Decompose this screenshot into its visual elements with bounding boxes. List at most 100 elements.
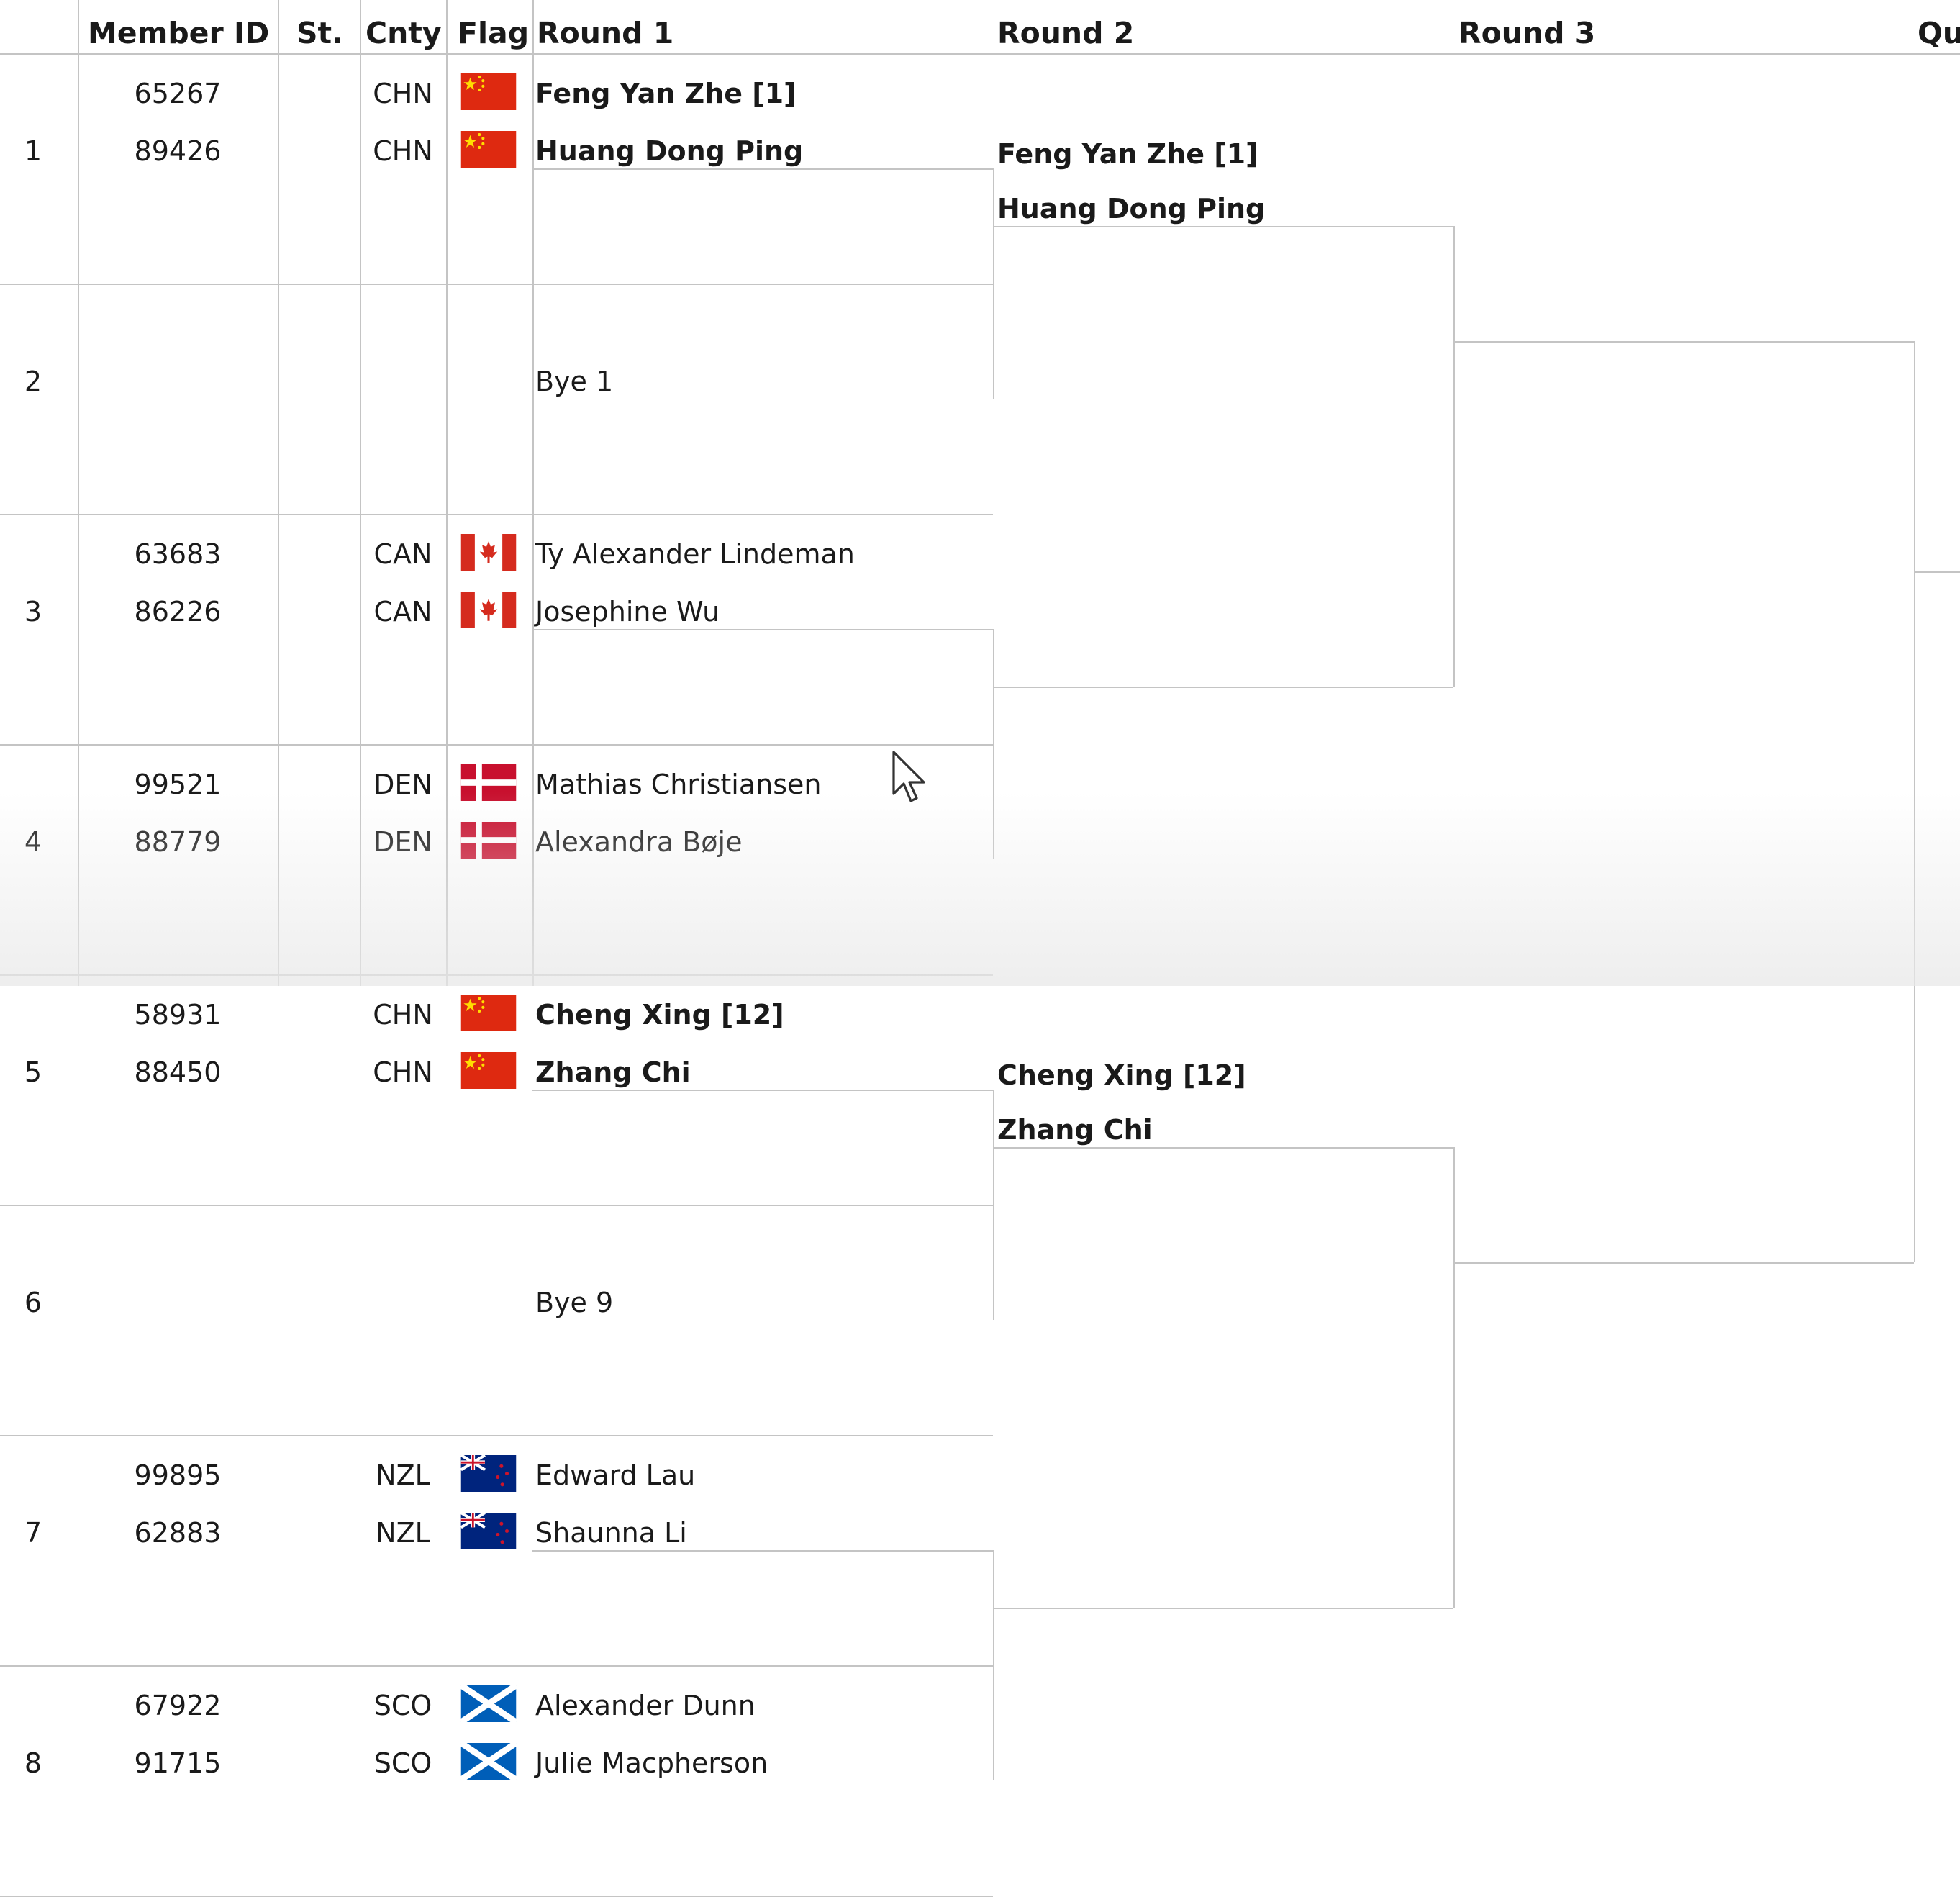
header-round-1[interactable]: Round 1 [537, 16, 674, 50]
country-code: SCO [373, 1690, 432, 1721]
china-flag-icon [459, 73, 518, 110]
member-id: 67922 [134, 1690, 222, 1721]
grid-hline [0, 53, 1960, 55]
grid-hline [1453, 341, 1914, 343]
canada-flag-icon [459, 592, 518, 628]
draw-position: 5 [24, 1056, 42, 1088]
header-flag[interactable]: Flag [458, 16, 530, 50]
country-code: CHN [373, 999, 433, 1031]
country-code: CAN [373, 596, 432, 628]
scotland-flag-icon [459, 1685, 518, 1722]
member-id: 62883 [134, 1517, 222, 1549]
grid-hline [0, 1205, 993, 1206]
grid-vline [1453, 1147, 1455, 1608]
member-id: 58931 [134, 999, 222, 1031]
grid-hline [532, 1550, 993, 1552]
grid-hline [0, 1435, 993, 1436]
member-id: 63683 [134, 538, 222, 570]
draw-position: 1 [24, 135, 42, 167]
header-status[interactable]: St. [296, 16, 343, 50]
player-name[interactable]: Mathias Christiansen [535, 769, 822, 800]
header-country[interactable]: Cnty [366, 16, 442, 50]
round-2-player[interactable]: Huang Dong Ping [997, 193, 1266, 225]
member-id: 86226 [134, 596, 222, 628]
member-id: 99895 [134, 1459, 222, 1491]
header-quarter-final[interactable]: Qu [1918, 16, 1960, 50]
grid-hline [0, 974, 993, 976]
grid-hline [532, 629, 993, 630]
country-code: DEN [373, 769, 432, 800]
grid-hline [0, 514, 993, 515]
grid-hline [993, 1147, 1453, 1149]
denmark-flag-icon [459, 764, 518, 801]
grid-hline [1914, 571, 1960, 573]
mouse-pointer-icon [892, 751, 925, 802]
player-name[interactable]: Josephine Wu [535, 596, 720, 628]
member-id: 65267 [134, 78, 222, 109]
header-member-id[interactable]: Member ID [88, 16, 270, 50]
grid-vline [1453, 226, 1455, 687]
country-code: CHN [373, 1056, 433, 1088]
bye-label: Bye 1 [535, 366, 614, 397]
grid-hline [993, 687, 1453, 688]
draw-position: 8 [24, 1747, 42, 1779]
draw-position: 4 [24, 826, 42, 858]
player-name[interactable]: Alexandra Bøje [535, 826, 743, 858]
member-id: 88779 [134, 826, 222, 858]
member-id: 89426 [134, 135, 222, 167]
member-id: 88450 [134, 1056, 222, 1088]
player-name[interactable]: Alexander Dunn [535, 1690, 756, 1721]
draw-position: 6 [24, 1287, 42, 1318]
player-name[interactable]: Cheng Xing [12] [535, 999, 784, 1031]
grid-vline [993, 1090, 994, 1320]
scotland-flag-icon [459, 1743, 518, 1780]
grid-hline [1453, 1262, 1914, 1264]
draw-position: 7 [24, 1517, 42, 1549]
round-2-player[interactable]: Feng Yan Zhe [1] [997, 138, 1258, 170]
bottom-fade [0, 792, 1960, 986]
grid-hline [0, 1665, 993, 1667]
new-zealand-flag-icon [459, 1513, 518, 1549]
country-code: NZL [376, 1459, 430, 1491]
player-name[interactable]: Ty Alexander Lindeman [535, 538, 855, 570]
player-name[interactable]: Feng Yan Zhe [1] [535, 78, 797, 109]
grid-vline [278, 0, 279, 986]
grid-hline [532, 1090, 993, 1091]
round-2-player[interactable]: Cheng Xing [12] [997, 1059, 1246, 1091]
grid-hline [0, 744, 993, 746]
grid-hline [532, 168, 993, 170]
country-code: CAN [373, 538, 432, 570]
grid-vline [993, 629, 994, 859]
china-flag-icon [459, 131, 518, 168]
bye-label: Bye 9 [535, 1287, 614, 1318]
new-zealand-flag-icon [459, 1455, 518, 1492]
grid-vline [1914, 341, 1915, 1262]
player-name[interactable]: Huang Dong Ping [535, 135, 804, 167]
grid-hline [0, 284, 993, 285]
grid-hline [993, 1608, 1453, 1609]
player-name[interactable]: Zhang Chi [535, 1056, 691, 1088]
draw-position: 2 [24, 366, 42, 397]
draw-position: 3 [24, 596, 42, 628]
country-code: CHN [373, 135, 433, 167]
round-2-player[interactable]: Zhang Chi [997, 1114, 1153, 1146]
denmark-flag-icon [459, 822, 518, 859]
grid-vline [360, 0, 361, 986]
player-name[interactable]: Shaunna Li [535, 1517, 687, 1549]
grid-vline [446, 0, 448, 986]
country-code: CHN [373, 78, 433, 109]
header-round-2[interactable]: Round 2 [997, 16, 1135, 50]
grid-vline [993, 1550, 994, 1780]
canada-flag-icon [459, 534, 518, 571]
member-id: 99521 [134, 769, 222, 800]
header-round-3[interactable]: Round 3 [1458, 16, 1596, 50]
grid-vline [532, 0, 534, 986]
china-flag-icon [459, 1052, 518, 1089]
member-id: 91715 [134, 1747, 222, 1779]
grid-vline [78, 0, 79, 986]
player-name[interactable]: Julie Macpherson [535, 1747, 768, 1779]
grid-hline [993, 226, 1453, 227]
china-flag-icon [459, 995, 518, 1031]
country-code: SCO [373, 1747, 432, 1779]
player-name[interactable]: Edward Lau [535, 1459, 696, 1491]
